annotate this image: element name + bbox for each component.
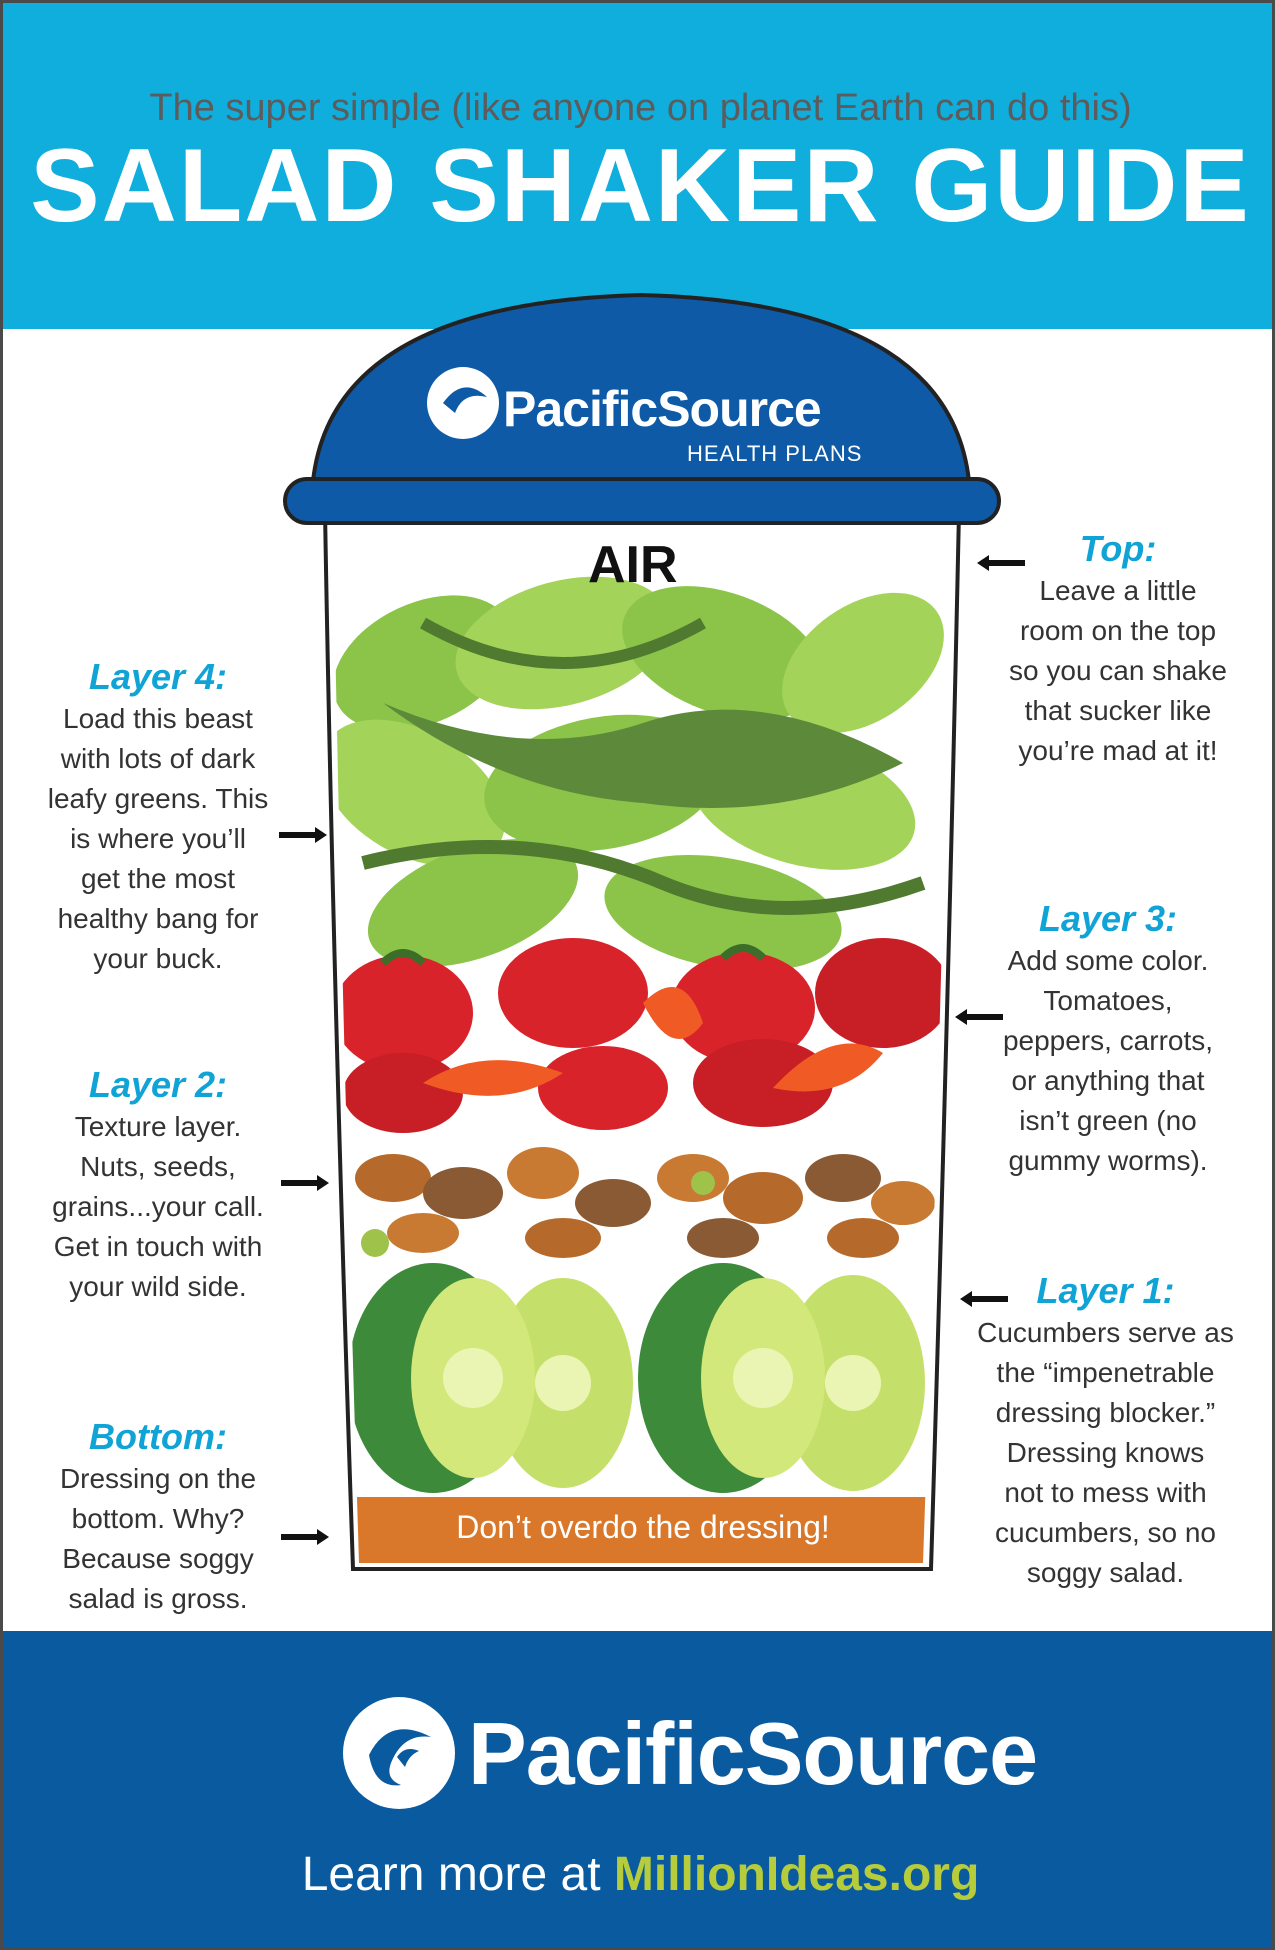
- dressing-label: Don’t overdo the dressing!: [456, 1509, 830, 1545]
- note-layer1: Layer 1: Cucumbers serve as the “impenet…: [943, 1269, 1268, 1593]
- note-bottom-line: salad is gross.: [68, 1583, 248, 1614]
- shaker-cap: [283, 292, 1001, 525]
- note-layer2-heading: Layer 2:: [88, 1064, 228, 1105]
- note-layer4-line: with lots of dark: [60, 743, 256, 774]
- note-layer2-line: your wild side.: [69, 1271, 247, 1302]
- arrow-right-icon: [281, 1175, 329, 1191]
- note-layer4-line: your buck.: [93, 943, 223, 974]
- note-bottom-heading: Bottom:: [89, 1416, 227, 1457]
- header-subtitle: The super simple (like anyone on planet …: [149, 87, 1132, 129]
- note-layer3-line: isn’t green (no: [1019, 1105, 1197, 1136]
- header-banner: [3, 3, 1272, 329]
- note-layer2: Layer 2: Texture layer. Nuts, seeds, gra…: [13, 1063, 303, 1307]
- note-layer4-line: leafy greens. This: [47, 783, 269, 814]
- note-layer3-line: peppers, carrots,: [1002, 1025, 1214, 1056]
- footer-logo-icon: [343, 1697, 455, 1809]
- footer-brand-text: PacificSource: [468, 1704, 1038, 1803]
- tomatoes-peppers-layer: [333, 938, 951, 1133]
- arrow-left-icon: [960, 1291, 1008, 1307]
- note-layer4-heading: Layer 4:: [88, 656, 228, 697]
- note-layer2-line: Texture layer.: [74, 1111, 242, 1142]
- note-layer3-line: Add some color.: [1007, 945, 1209, 976]
- note-layer1-line: cucumbers, so no: [995, 1517, 1216, 1548]
- note-layer1-line: the “impenetrable: [996, 1357, 1215, 1388]
- note-top-line: you’re mad at it!: [1018, 735, 1218, 766]
- note-layer2-line: Get in touch with: [53, 1231, 263, 1262]
- note-layer4-line: healthy bang for: [57, 903, 259, 934]
- footer-banner: [3, 1631, 1272, 1947]
- note-layer2-line: Nuts, seeds,: [80, 1151, 236, 1182]
- note-bottom-line: Dressing on the: [59, 1463, 257, 1494]
- note-layer1-heading: Layer 1:: [1036, 1270, 1175, 1311]
- salad-shaker-illustration: [283, 292, 1001, 1571]
- note-layer1-line: soggy salad.: [1026, 1557, 1185, 1588]
- note-layer3-line: gummy worms).: [1008, 1145, 1208, 1176]
- note-layer2-line: grains...your call.: [52, 1191, 264, 1222]
- note-layer1-line: Cucumbers serve as: [977, 1317, 1234, 1348]
- footer-cta-link[interactable]: MillionIdeas.org: [613, 1848, 980, 1901]
- note-layer4-line: get the most: [80, 863, 236, 894]
- note-layer3-line: or anything that: [1011, 1065, 1205, 1096]
- dressing-layer: [333, 1497, 951, 1563]
- note-top-line: Leave a little: [1039, 575, 1197, 606]
- note-layer1-line: Dressing knows: [1006, 1437, 1205, 1468]
- note-layer3-heading: Layer 3:: [1038, 898, 1178, 939]
- note-layer4-line: is where you’ll: [70, 823, 246, 854]
- cap-brand-text: PacificSource: [503, 381, 822, 437]
- cucumbers-layer: [348, 1263, 925, 1493]
- arrow-left-icon: [955, 1009, 1003, 1025]
- cap-logo-icon: [427, 367, 499, 439]
- note-top-heading: Top:: [1079, 528, 1157, 569]
- note-layer1-line: not to mess with: [1004, 1477, 1207, 1508]
- footer-cta: Learn more at MillionIdeas.org: [3, 1847, 1272, 1902]
- note-bottom-line: Because soggy: [62, 1543, 254, 1574]
- note-layer3-line: Tomatoes,: [1043, 985, 1173, 1016]
- note-layer1-line: dressing blocker.”: [995, 1397, 1216, 1428]
- header-title: SALAD SHAKER GUIDE: [30, 128, 1251, 244]
- footer-cta-prefix: Learn more at: [301, 1848, 614, 1901]
- note-top: Top: Leave a little room on the top so y…: [958, 527, 1272, 771]
- note-bottom-line: bottom. Why?: [71, 1503, 245, 1534]
- cap-subtext: HEALTH PLANS: [687, 441, 863, 466]
- air-label: AIR: [588, 536, 678, 594]
- note-top-line: so you can shake: [1009, 655, 1227, 686]
- note-layer4-line: Load this beast: [63, 703, 253, 734]
- nuts-seeds-layer: [355, 1147, 935, 1258]
- note-layer3: Layer 3: Add some color. Tomatoes, peppe…: [948, 897, 1268, 1181]
- note-top-line: that sucker like: [1024, 695, 1212, 726]
- arrow-right-icon: [281, 1529, 329, 1545]
- arrow-left-icon: [977, 555, 1025, 571]
- note-bottom: Bottom: Dressing on the bottom. Why? Bec…: [13, 1415, 303, 1619]
- arrow-right-icon: [279, 827, 327, 843]
- note-top-line: room on the top: [1019, 615, 1217, 646]
- note-layer4: Layer 4: Load this beast with lots of da…: [13, 655, 303, 979]
- leafy-greens-layer: [333, 576, 944, 972]
